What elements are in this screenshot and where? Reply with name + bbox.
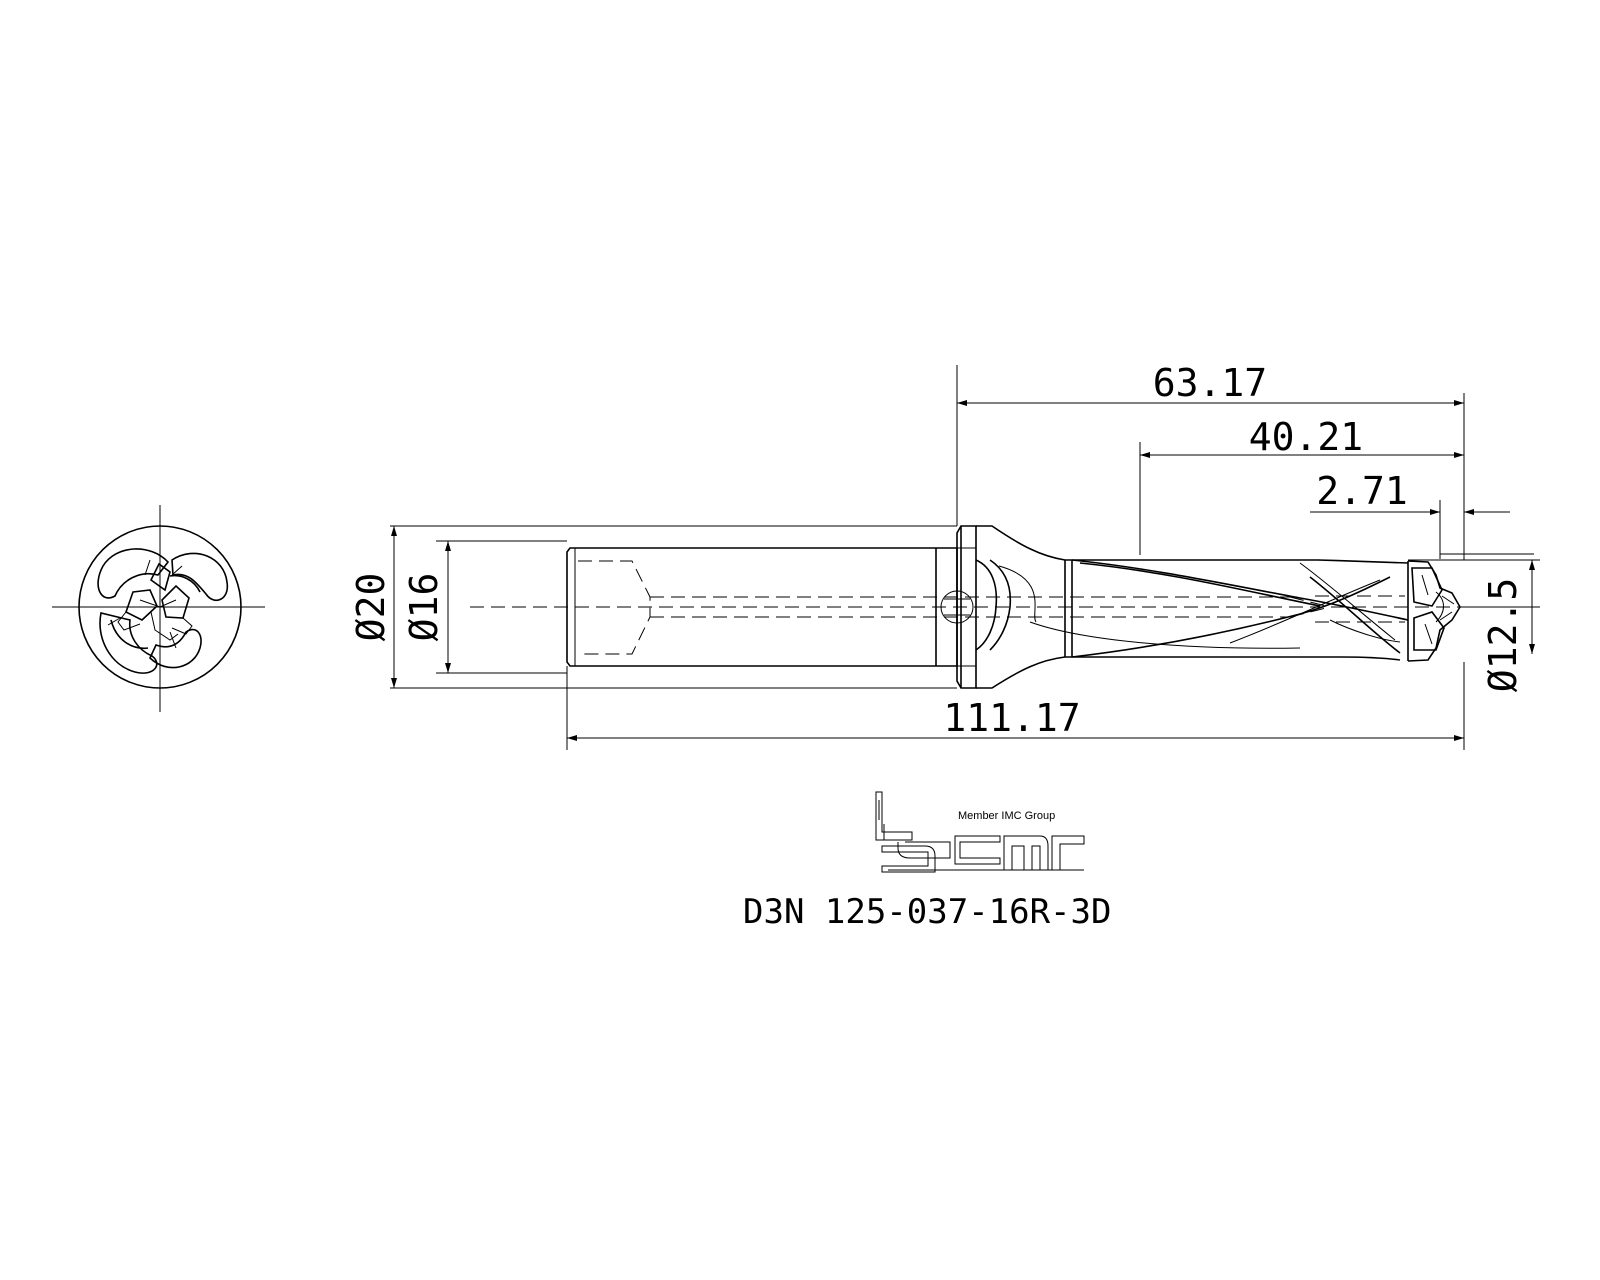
- iscar-logo: Member IMC Group: [875, 791, 1085, 873]
- dim-overall-length: 111.17: [943, 696, 1080, 740]
- drill-head: [1407, 560, 1461, 662]
- iscar-logo-mark: [875, 791, 1085, 873]
- dim-flute-assembly-length: 63.17: [1153, 361, 1267, 405]
- end-view-outer-circle: [78, 525, 242, 689]
- end-view: [52, 505, 265, 712]
- neck: [940, 525, 1301, 689]
- side-view: 63.17 40.21 2.71 Ø20 Ø16 Ø12.5 111.17: [349, 361, 1540, 750]
- dim-flute-length: 40.21: [1249, 415, 1363, 459]
- dim-drill-diameter: Ø12.5: [1481, 578, 1525, 692]
- coolant-hole: [940, 590, 974, 624]
- drill-inserts: [107, 559, 193, 649]
- dim-shank-diameter: Ø16: [402, 573, 446, 642]
- tool-designation: D3N 125-037-16R-3D: [743, 892, 1111, 932]
- dim-shank-collar-diameter: Ø20: [349, 573, 393, 642]
- dim-tip-offset: 2.71: [1316, 469, 1408, 513]
- dimensions: 63.17 40.21 2.71 Ø20 Ø16 Ø12.5 111.17: [349, 361, 1540, 750]
- drill-flute-lobes: [97, 548, 229, 674]
- logo-group-caption: Member IMC Group: [958, 810, 1055, 822]
- fluted-body: [1071, 559, 1409, 661]
